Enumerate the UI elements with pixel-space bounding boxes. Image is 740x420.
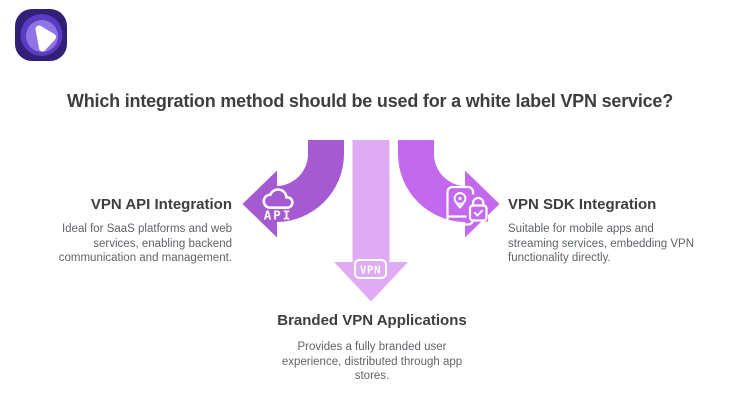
- page-title: Which integration method should be used …: [66, 91, 674, 111]
- branch-api-block: VPN API Integration Ideal for SaaS platf…: [40, 196, 232, 266]
- middle-down-arrow-shape: [334, 140, 408, 302]
- purevpn-logo-icon: [15, 9, 67, 61]
- phone-location-lock-icon: [446, 185, 488, 226]
- cloud-icon: [262, 188, 294, 209]
- location-pin-circle: [453, 192, 467, 205]
- vpn-badge-label: VPN: [360, 264, 381, 277]
- lock-body: [468, 204, 488, 222]
- branch-app-heading: Branded VPN Applications: [277, 312, 467, 329]
- branch-app-block: Branded VPN Applications Provides a full…: [252, 312, 492, 384]
- branch-api-heading: VPN API Integration: [90, 196, 232, 213]
- logo-play-triangle: [35, 25, 56, 52]
- vpn-badge-outline: [354, 259, 387, 279]
- branch-api-description: Ideal for SaaS platforms and web service…: [58, 223, 232, 264]
- location-pin-tail: [455, 202, 465, 209]
- left-curved-arrow-shape: [242, 140, 344, 238]
- branch-app-description: Provides a fully branded user experience…: [281, 341, 463, 382]
- cloud-api-icon: API: [262, 188, 294, 223]
- branch-sdk-heading: VPN SDK Integration: [508, 196, 657, 213]
- lock-shackle: [471, 196, 485, 208]
- vpn-badge-icon: VPN: [354, 259, 387, 279]
- branch-sdk-block: VPN SDK Integration Suitable for mobile …: [508, 196, 696, 266]
- branch-sdk-description: Suitable for mobile apps and streaming s…: [508, 223, 694, 264]
- lock-check: [473, 209, 483, 217]
- location-pin-dot: [458, 196, 462, 201]
- api-badge-label: API: [264, 208, 293, 223]
